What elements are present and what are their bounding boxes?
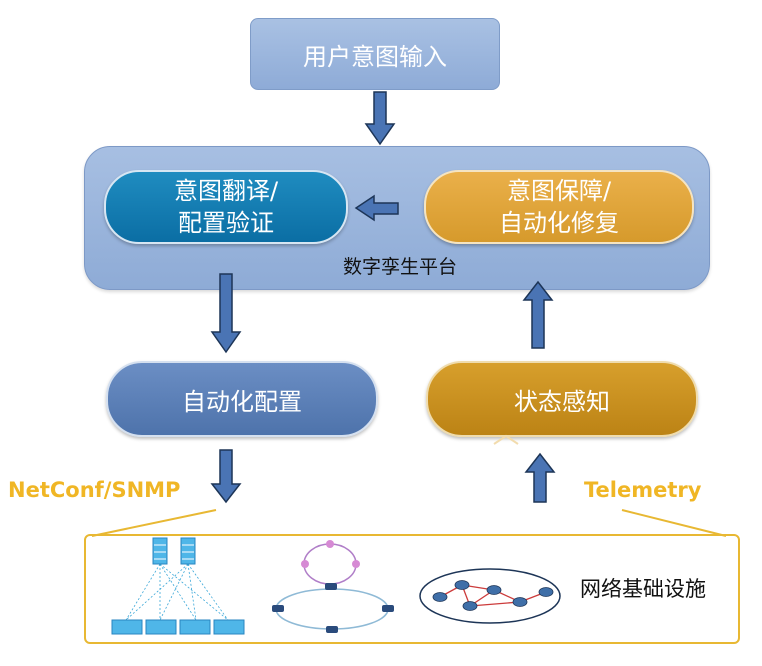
- auto-config-label: 自动化配置: [182, 387, 302, 416]
- state-perception-label: 状态感知: [514, 387, 610, 416]
- user-intent-input-label: 用户意图输入: [303, 42, 447, 71]
- intent-translation-label: 意图翻译/: [173, 177, 279, 205]
- user-intent-input-box: 用户意图输入: [250, 18, 500, 90]
- datacenter-topology-icon: [111, 537, 245, 635]
- state-perception-node: 状态感知: [426, 361, 698, 437]
- intent-assurance-node: 意图保障/ 自动化修复: [424, 170, 694, 244]
- config-verification-label: 配置验证: [178, 209, 274, 237]
- infrastructure-label: 网络基础设施: [580, 577, 706, 601]
- chevron-up-icon: [493, 434, 519, 445]
- up-arrow-icon: [522, 280, 554, 349]
- telemetry-label: Telemetry: [584, 478, 702, 502]
- mesh-network-icon: [419, 568, 561, 624]
- down-arrow-icon: [364, 91, 396, 146]
- down-arrow-icon: [210, 273, 242, 354]
- left-arrow-icon: [354, 194, 399, 222]
- auto-config-node: 自动化配置: [106, 361, 378, 437]
- netconf-connector-line: [91, 509, 217, 537]
- digital-twin-platform-label: 数字孪生平台: [342, 256, 457, 278]
- auto-repair-label: 自动化修复: [499, 209, 619, 237]
- netconf-snmp-label: NetConf/SNMP: [8, 478, 181, 502]
- up-arrow-icon: [524, 452, 556, 503]
- telemetry-connector-line: [621, 509, 727, 537]
- intent-assurance-label: 意图保障/: [506, 177, 612, 205]
- ring-topology-icon: [272, 540, 394, 633]
- down-arrow-icon: [210, 449, 242, 504]
- intent-translation-node: 意图翻译/ 配置验证: [104, 170, 348, 244]
